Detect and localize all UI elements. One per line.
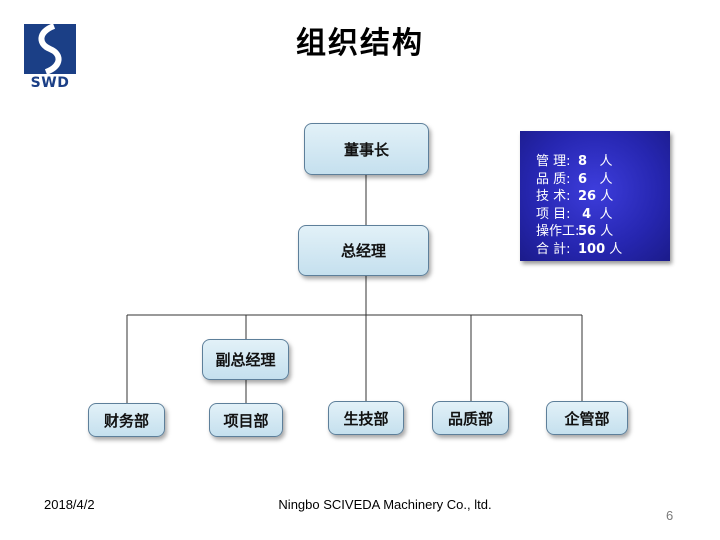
company-logo: SWD [24,24,76,92]
logo-text: SWD [30,75,70,91]
footer-date: 2018/4/2 [44,497,95,512]
org-node-dept-quality: 品质部 [432,401,509,435]
org-node-label: 董事长 [343,140,389,159]
staff-count-unit: 人 [599,171,613,187]
staff-count-box: 管 理: 8 人 品 质: 6 人 技 术: 26 人 项 目: 4 人 操作工:56… [520,131,670,261]
page-title: 组织结构 [296,26,424,61]
staff-count-unit: 人 [600,224,614,239]
staff-count-row: 项 目: 4 人 [536,206,670,224]
org-node-label: 企管部 [564,409,610,428]
page-number: 6 [666,508,674,523]
staff-count-row: 品 质: 6 人 [536,171,670,189]
staff-count-row: 技 术: 26 人 [536,188,670,206]
staff-count-unit: 人 [609,241,623,257]
staff-category-label: 技 术: [536,189,571,204]
org-node-label: 总经理 [340,242,386,260]
org-node-label: 副总经理 [215,351,276,369]
staff-category-label: 操作工: [536,224,580,239]
org-node-label: 生技部 [343,409,389,428]
logo-s-mark-icon [38,24,62,74]
org-node-chairman: 董事长 [304,123,429,175]
staff-count-value: 100 [578,241,606,257]
org-node-general-manager: 总经理 [298,225,429,276]
staff-count-unit: 人 [599,206,613,222]
staff-count-unit: 人 [599,154,613,169]
org-node-deputy-gm: 副总经理 [202,339,289,380]
staff-category-label: 项 目: [536,206,571,222]
staff-count-row: 管 理: 8 人 [536,153,670,171]
staff-count-row: 合 計: 100 人 [536,241,670,259]
staff-category-label: 合 計: [536,241,571,257]
staff-count-value: 6 [578,171,588,187]
staff-count-value: 26 [578,189,597,204]
staff-count-unit: 人 [600,189,614,204]
org-node-dept-management: 企管部 [546,401,628,435]
staff-category-label: 管 理: [536,154,571,169]
logo-emblem [24,24,76,74]
staff-count-value: 56 [578,224,597,239]
org-node-label: 财务部 [103,411,149,430]
staff-count-row: 操作工:56 人 [536,223,670,241]
org-node-dept-production: 生技部 [328,401,404,435]
staff-count-value: 8 [578,154,588,169]
org-node-label: 品质部 [447,409,493,428]
org-node-dept-project: 项目部 [209,403,283,437]
org-node-dept-finance: 财务部 [88,403,165,437]
footer-company: Ningbo SCIVEDA Machinery Co., ltd. [278,497,492,512]
org-node-label: 项目部 [223,411,269,430]
staff-count-value: 4 [582,206,592,222]
staff-category-label: 品 质: [536,171,571,187]
